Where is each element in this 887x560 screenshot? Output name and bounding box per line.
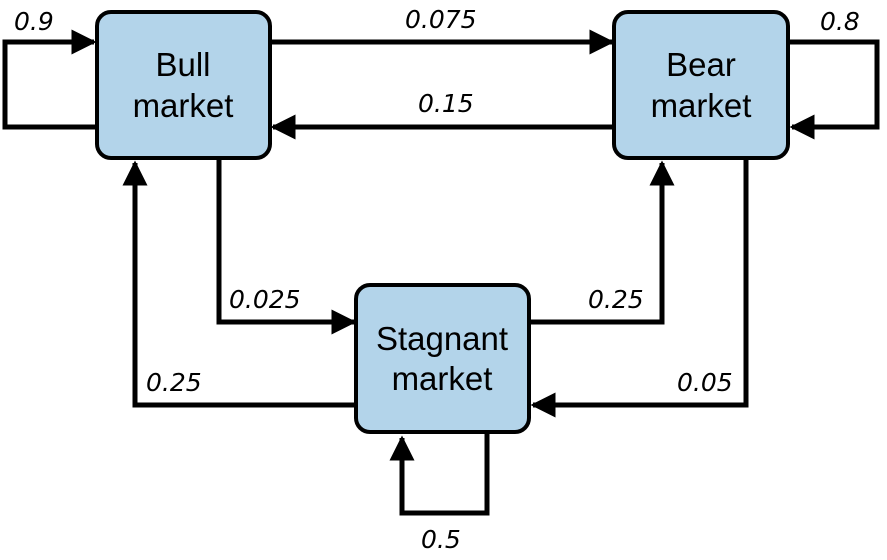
- edge-bull-bull: [2, 29, 97, 130]
- node-stagnant-label-line1: Stagnant: [376, 320, 508, 357]
- edge-bear-bear: [789, 39, 880, 140]
- node-bear-label-line2: market: [651, 87, 752, 124]
- label-bull-stagnant: 0.025: [229, 285, 301, 314]
- label-stagnant-stagnant: 0.5: [421, 525, 461, 554]
- label-bull-bear: 0.075: [405, 5, 477, 34]
- node-bull-label-line2: market: [133, 87, 234, 124]
- edge-bear-stagnant: [530, 158, 749, 418]
- edge-stagnant-stagnant: [389, 432, 490, 516]
- label-bear-bull: 0.15: [418, 89, 474, 118]
- edge-stagnant-bear: [529, 160, 675, 325]
- node-bull-box: [95, 10, 272, 160]
- edge-bull-stagnant: [216, 158, 357, 335]
- label-stagnant-bull: 0.25: [146, 368, 202, 397]
- node-bull: Bull market: [95, 10, 272, 160]
- node-bear-box: [612, 10, 790, 160]
- edge-stagnant-bull: [122, 160, 356, 408]
- node-stagnant: Stagnant market: [354, 283, 531, 434]
- label-bull-bull: 0.9: [14, 7, 54, 36]
- node-bear-label-line1: Bear: [666, 46, 736, 83]
- edge-labels: 0.9 0.075 0.15 0.8 0.025 0.25 0.25 0.05 …: [14, 5, 860, 554]
- node-bull-label-line1: Bull: [155, 46, 210, 83]
- label-bear-bear: 0.8: [820, 7, 860, 36]
- node-bear: Bear market: [612, 10, 790, 160]
- label-stagnant-bear: 0.25: [588, 285, 644, 314]
- edges: [2, 29, 880, 516]
- label-bear-stagnant: 0.05: [677, 368, 733, 397]
- node-stagnant-label-line2: market: [392, 360, 493, 397]
- node-stagnant-box: [354, 283, 531, 434]
